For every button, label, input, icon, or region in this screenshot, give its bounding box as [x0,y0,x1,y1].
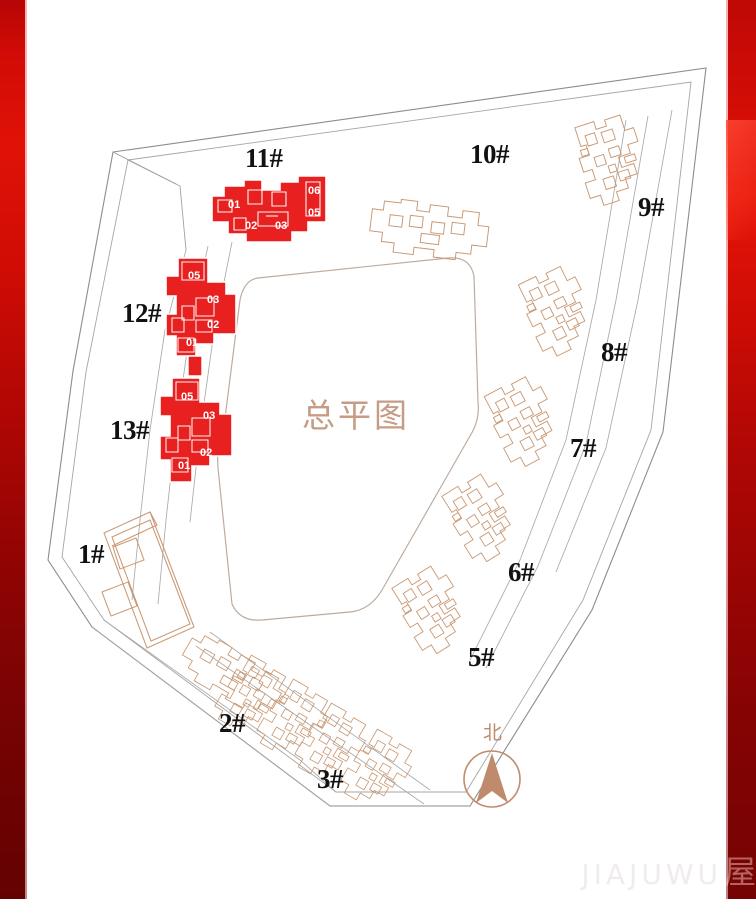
unit-label-13-03: 03 [203,410,216,422]
unit-label-13-01: 01 [178,460,191,472]
building-label-5: 5# [468,642,495,672]
unit-label-11-03: 03 [275,220,288,232]
plan-title: 总平图 [302,396,410,435]
building-12-13-connector [187,355,203,377]
site-boundary [47,67,707,807]
compass-north-label: 北 [483,722,503,744]
right-red-band [726,0,756,899]
building-label-2: 2# [219,708,246,738]
building-7-footprint [477,370,571,472]
building-label-6: 6# [508,557,535,587]
central-courtyard [217,257,479,621]
unit-label-12-03: 03 [207,294,220,306]
unit-label-12-05: 05 [188,270,201,282]
building-label-7: 7# [570,433,597,463]
highlighted-buildings [159,175,327,483]
unit-label-13-02: 02 [200,447,213,459]
left-red-band [0,0,27,899]
building-label-3: 3# [317,764,344,794]
building-label-10: 10# [470,139,510,169]
building-label-8: 8# [601,337,628,367]
watermark-text: JIAJUWU [581,858,722,891]
building-label-11: 11# [245,143,283,173]
unit-label-12-01: 01 [186,337,199,349]
building-11-footprint [211,175,327,243]
building-footprints [101,110,654,816]
building-3b-footprint [335,725,420,816]
building-13-footprint [159,377,233,483]
building-6-footprint [435,467,530,568]
building-8-footprint [511,260,604,362]
building-label-1: 1# [78,539,105,569]
building-label-12: 12# [122,298,162,328]
unit-label-13-05: 05 [181,391,194,403]
unit-label-11-01: 01 [228,199,241,211]
building-10-footprint [367,195,492,264]
unit-label-11-05: 05 [308,207,321,219]
building-1-footprint [101,511,195,649]
building-label-9: 9# [638,192,665,222]
unit-label-12-02: 02 [207,319,220,331]
band-flare [726,120,756,240]
building-12-footprint [165,257,237,357]
building-5-footprint [385,559,480,660]
unit-label-11-06: 06 [308,185,321,197]
north-arrow-icon [463,750,521,808]
unit-label-11-02: 02 [245,220,258,232]
watermark-char: 屋 [723,853,756,891]
building-label-13: 13# [110,415,150,445]
